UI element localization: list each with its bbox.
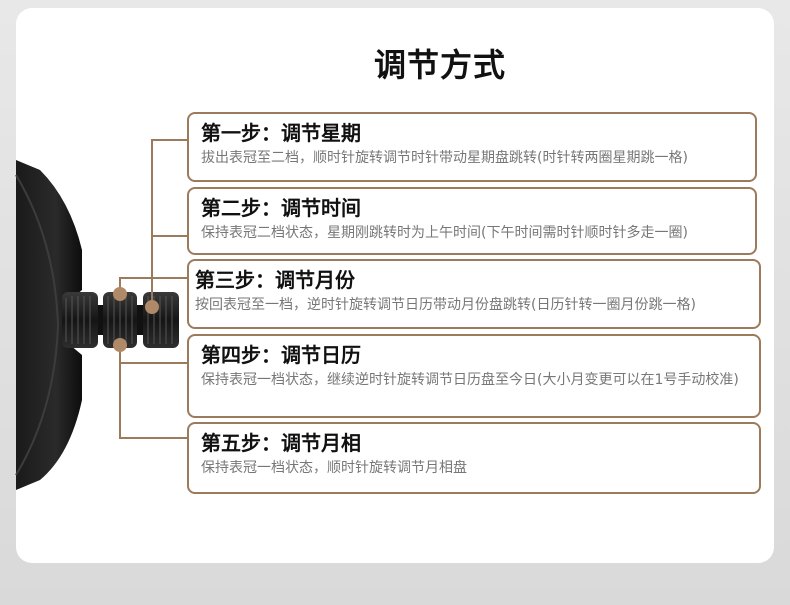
step-5-description: 保持表冠一档状态，顺时针旋转调节月相盘 — [201, 460, 467, 476]
step-3-title: 第三步：调节月份 — [195, 268, 355, 292]
step-4-title: 第四步：调节日历 — [201, 343, 361, 367]
step-4-description: 保持表冠一档状态，继续逆时针旋转调节日历盘至今日(大小月变更可以在1号手动校准) — [201, 372, 739, 388]
step-3-box: 第三步：调节月份 按回表冠至一档，逆时针旋转调节日历带动月份盘跳转(日历针转一圈… — [187, 259, 761, 329]
step-1-box: 第一步：调节星期 拔出表冠至二档，顺时针旋转调节时针带动星期盘跳转(时针转两圈星… — [187, 112, 757, 182]
step-1-description: 拔出表冠至二档，顺时针旋转调节时针带动星期盘跳转(时针转两圈星期跳一格) — [201, 150, 688, 166]
step-5-box: 第五步：调节月相 保持表冠一档状态，顺时针旋转调节月相盘 — [187, 422, 761, 494]
step-1-title: 第一步：调节星期 — [201, 121, 361, 145]
step-3-description: 按回表冠至一档，逆时针旋转调节日历带动月份盘跳转(日历针转一圈月份跳一格) — [195, 297, 696, 313]
step-5-title: 第五步：调节月相 — [201, 431, 361, 455]
step-4-box: 第四步：调节日历 保持表冠一档状态，继续逆时针旋转调节日历盘至今日(大小月变更可… — [187, 334, 761, 418]
step-2-description: 保持表冠二档状态，星期刚跳转时为上午时间(下午时间需时针顺时针多走一圈) — [201, 225, 688, 241]
page-title: 调节方式 — [373, 46, 506, 84]
step-2-box: 第二步：调节时间 保持表冠二档状态，星期刚跳转时为上午时间(下午时间需时针顺时针… — [187, 187, 757, 255]
step-2-title: 第二步：调节时间 — [201, 196, 361, 220]
